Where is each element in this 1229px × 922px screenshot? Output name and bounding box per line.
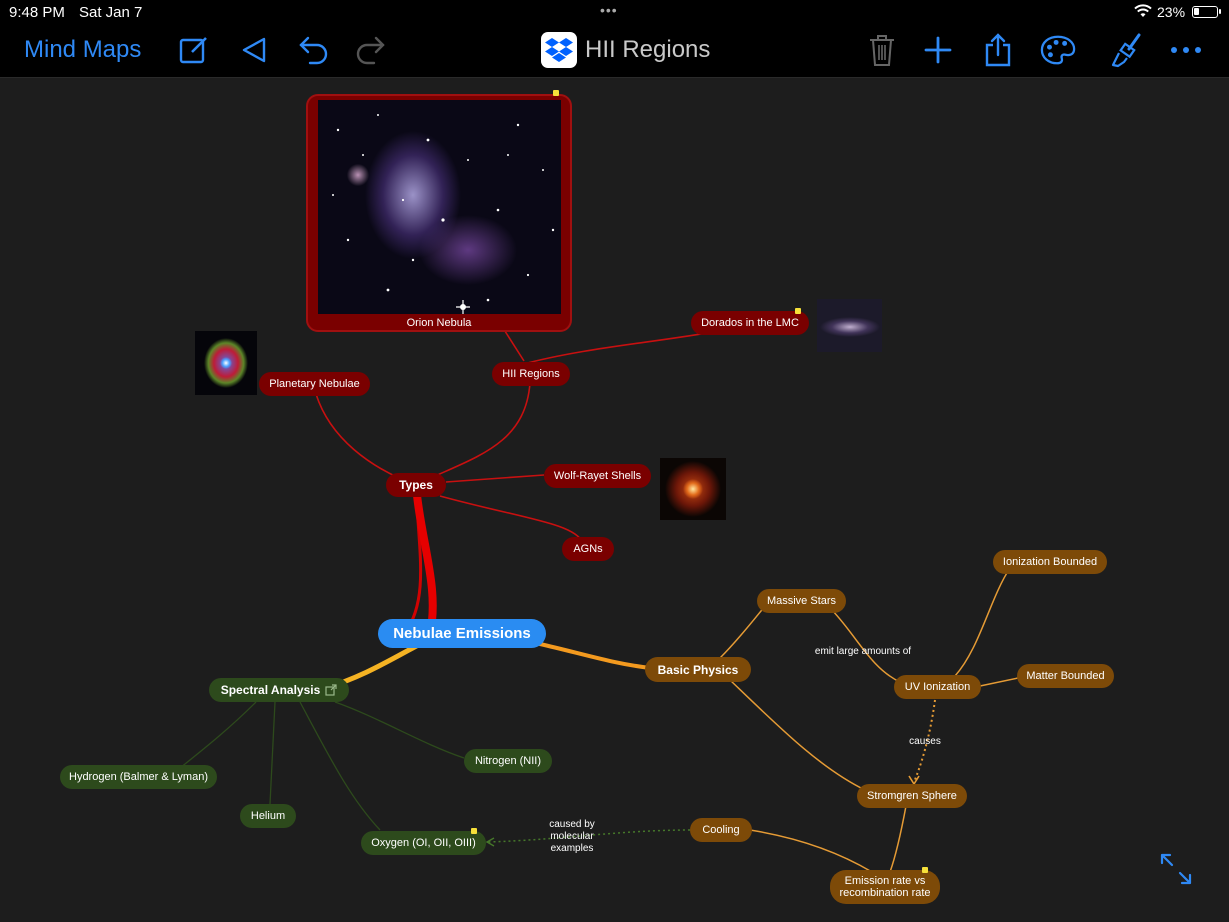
- orion-nebula-image: [318, 100, 561, 314]
- note-indicator[interactable]: [471, 828, 477, 834]
- basic-physics-node[interactable]: Basic Physics: [645, 657, 751, 682]
- more-icon[interactable]: [1168, 32, 1204, 68]
- add-icon[interactable]: [920, 32, 956, 68]
- mind-maps-back-button[interactable]: Mind Maps: [24, 36, 142, 63]
- types-node[interactable]: Types: [386, 473, 446, 497]
- dropbox-icon: [541, 32, 577, 68]
- toolbar: Mind Maps HII Regions: [0, 26, 1229, 78]
- connection-lines: [179, 321, 1019, 873]
- palette-icon[interactable]: [1040, 32, 1076, 68]
- document-title-area[interactable]: HII Regions: [541, 31, 710, 69]
- emit-large-amounts-label: emit large amounts of: [814, 646, 912, 657]
- spectral-analysis-node[interactable]: Spectral Analysis: [209, 678, 349, 702]
- planetary-nebulae-node[interactable]: Planetary Nebulae: [259, 372, 370, 396]
- ionization-bounded-node[interactable]: Ionization Bounded: [993, 550, 1107, 574]
- oxygen-node[interactable]: Oxygen (OI, OII, OIII): [361, 831, 486, 855]
- note-indicator[interactable]: [922, 867, 928, 873]
- wolf-rayet-image[interactable]: [660, 458, 726, 520]
- battery-tip: [1219, 9, 1221, 14]
- battery-percent: 23%: [1157, 4, 1186, 20]
- note-indicator[interactable]: [553, 90, 559, 96]
- multitasking-dots[interactable]: •••: [600, 2, 618, 18]
- massive-stars-node[interactable]: Massive Stars: [757, 589, 846, 613]
- document-title: HII Regions: [585, 36, 711, 63]
- helium-node[interactable]: Helium: [240, 804, 296, 828]
- emission-vs-recombination-node[interactable]: Emission rate vs recombination rate: [830, 870, 940, 904]
- caused-by-label: caused by molecular examples: [549, 819, 595, 854]
- status-time: 9:48 PM: [9, 4, 65, 21]
- matter-bounded-node[interactable]: Matter Bounded: [1017, 664, 1114, 688]
- agns-node[interactable]: AGNs: [562, 537, 614, 561]
- brush-icon[interactable]: [1108, 32, 1144, 68]
- lmc-galaxy-image[interactable]: [817, 299, 882, 352]
- cats-eye-nebula-image[interactable]: [195, 331, 257, 395]
- orion-nebula-node[interactable]: Orion Nebula: [306, 94, 572, 332]
- wolf-rayet-node[interactable]: Wolf-Rayet Shells: [544, 464, 651, 488]
- edit-icon[interactable]: [176, 32, 212, 68]
- redo-icon[interactable]: [352, 32, 388, 68]
- share-icon[interactable]: [980, 32, 1016, 68]
- hii-regions-node[interactable]: HII Regions: [492, 362, 570, 386]
- nebulae-emissions-central-node[interactable]: Nebulae Emissions: [378, 619, 546, 648]
- dorados-lmc-node[interactable]: Dorados in the LMC: [691, 311, 809, 335]
- nitrogen-node[interactable]: Nitrogen (NII): [464, 749, 552, 773]
- cooling-node[interactable]: Cooling: [690, 818, 752, 842]
- play-back-icon[interactable]: [236, 32, 272, 68]
- external-link-icon[interactable]: [325, 684, 337, 696]
- status-date: Sat Jan 7: [79, 4, 143, 21]
- hydrogen-node[interactable]: Hydrogen (Balmer & Lyman): [60, 765, 217, 789]
- mind-map-canvas[interactable]: Orion Nebula HII Regions Dorados in the …: [0, 78, 1229, 922]
- orion-nebula-label: Orion Nebula: [406, 317, 472, 329]
- causes-label: causes: [909, 736, 941, 747]
- uv-ionization-node[interactable]: UV Ionization: [894, 675, 981, 699]
- expand-icon[interactable]: [1159, 852, 1193, 886]
- undo-icon[interactable]: [296, 32, 332, 68]
- note-indicator[interactable]: [795, 308, 801, 314]
- wifi-icon: [1134, 4, 1152, 17]
- status-bar: 9:48 PM Sat Jan 7 ••• 23%: [0, 0, 1229, 26]
- trash-icon[interactable]: [864, 32, 900, 68]
- stromgren-sphere-node[interactable]: Stromgren Sphere: [857, 784, 967, 808]
- battery-icon: [1192, 6, 1218, 18]
- spectral-analysis-label: Spectral Analysis: [220, 683, 321, 697]
